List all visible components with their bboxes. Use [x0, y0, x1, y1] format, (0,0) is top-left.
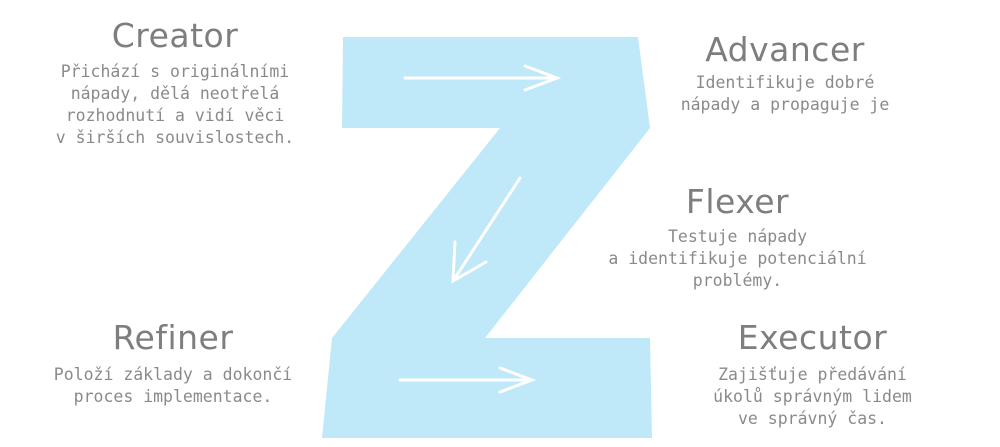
description-line: nápady a propaguje je — [680, 95, 890, 114]
role-advancer: Advancer Identifikuje dobré nápady a pro… — [640, 30, 930, 116]
role-description: Zajišťuje předávání úkolů správným lidem… — [660, 364, 965, 430]
description-line: nápady, dělá neotřelá — [70, 84, 280, 103]
role-title: Refiner — [112, 318, 234, 357]
description-line: Přichází s originálními — [60, 62, 290, 81]
description-line: Testuje nápady — [667, 227, 808, 246]
role-description: Přichází s originálními nápady, dělá neo… — [25, 61, 325, 149]
z-letter-shape — [322, 37, 652, 438]
arrow-diagonal-icon — [451, 176, 522, 284]
description-line: Zajišťuje předávání — [718, 365, 907, 384]
description-line: ve správný čas. — [737, 409, 887, 428]
description-line: proces implementace. — [73, 387, 273, 406]
role-title: Executor — [737, 318, 888, 357]
description-line: problémy. — [692, 271, 783, 290]
role-description: Položí základy a dokončí proces implemen… — [18, 364, 328, 408]
arrow-top-icon — [403, 64, 562, 92]
description-line: Položí základy a dokončí — [53, 365, 293, 384]
role-description: Testuje nápady a identifikuje potenciáln… — [580, 226, 895, 292]
description-line: a identifikuje potenciální — [608, 249, 867, 268]
description-line: úkolů správným lidem — [713, 387, 912, 406]
role-title: Advancer — [705, 30, 865, 69]
description-line: Identifikuje dobré — [695, 73, 875, 92]
role-creator: Creator Přichází s originálními nápady, … — [25, 16, 325, 149]
description-line: rozhodnutí a vidí věci — [65, 106, 285, 125]
arrow-bottom-icon — [398, 366, 537, 394]
role-title: Flexer — [685, 182, 790, 221]
role-executor: Executor Zajišťuje předávání úkolů správ… — [660, 318, 965, 430]
description-line: v širších souvislostech. — [55, 128, 295, 147]
role-description: Identifikuje dobré nápady a propaguje je — [640, 72, 930, 116]
role-title: Creator — [111, 16, 239, 55]
role-flexer: Flexer Testuje nápady a identifikuje pot… — [580, 182, 895, 292]
role-refiner: Refiner Položí základy a dokončí proces … — [18, 318, 328, 408]
